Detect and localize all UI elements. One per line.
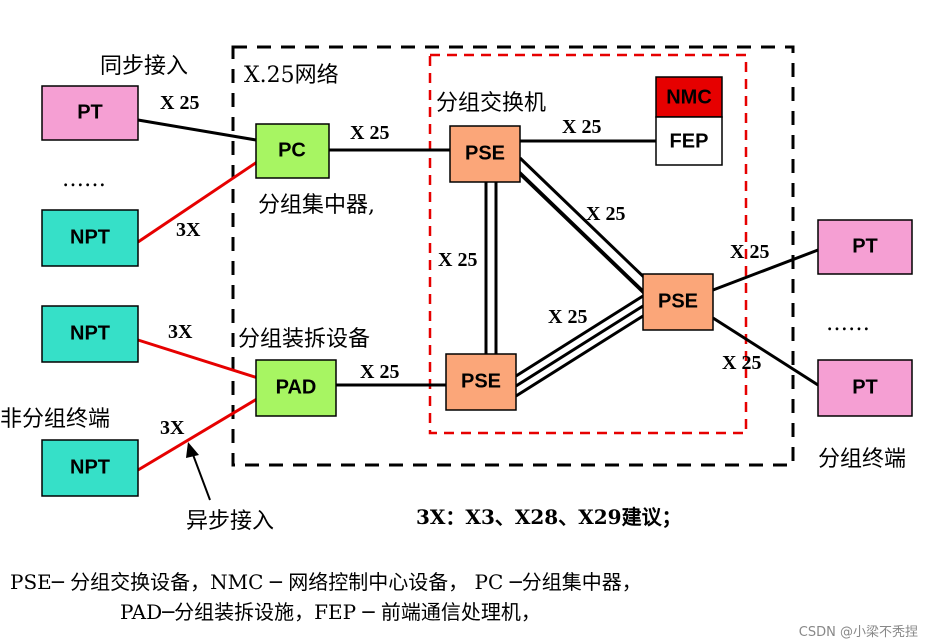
legend-line-1: PSE─ 分组交换设备，NMC ─ 网络控制中心设备， PC ─分组集中器， xyxy=(10,570,642,594)
node-fep: FEP xyxy=(655,116,723,166)
link-npt-pad-bottom xyxy=(137,394,263,472)
link-pse-top-right xyxy=(511,156,652,301)
link-pse-pse-vertical xyxy=(484,182,498,354)
packet-switch-boundary xyxy=(428,53,748,435)
svg-text:PT: PT xyxy=(852,376,878,398)
links xyxy=(137,118,819,472)
node-pt-right-top: PT xyxy=(817,219,913,275)
node-pad: PAD xyxy=(255,359,337,417)
label-pse-bottom-right: X 25 xyxy=(548,306,587,328)
caption-x25-network: X.25网络 xyxy=(244,63,339,88)
node-npt-left-bottom: NPT xyxy=(41,439,139,497)
node-npt-left-top: NPT xyxy=(41,209,139,267)
label-npt-pad-bottom: 3X xyxy=(160,417,185,439)
svg-text:PSE: PSE xyxy=(658,290,698,312)
svg-text:NPT: NPT xyxy=(70,226,110,248)
legend-line-2: PAD─分组装拆设施，FEP ─ 前端通信处理机， xyxy=(120,600,541,624)
caption-packet-terminal: 分组终端 xyxy=(818,447,906,472)
label-pad-pse: X 25 xyxy=(360,361,399,383)
svg-text:PAD: PAD xyxy=(276,376,317,398)
svg-text:FEP: FEP xyxy=(670,130,709,152)
svg-text:PSE: PSE xyxy=(461,370,501,392)
caption-async-access: 异步接入 xyxy=(186,509,274,534)
svg-text:NPT: NPT xyxy=(70,456,110,478)
ellipsis-right: …… xyxy=(826,311,870,336)
label-pse-fep: X 25 xyxy=(562,116,601,138)
node-npt-left-mid: NPT xyxy=(41,305,139,363)
link-npt-pc xyxy=(137,156,264,244)
node-nmc: NMC xyxy=(655,76,723,118)
x25-network-boundary xyxy=(231,45,795,467)
node-pse-top: PSE xyxy=(449,125,521,183)
caption-packet-switch: 分组交换机 xyxy=(436,91,546,116)
svg-text:PC: PC xyxy=(278,139,306,161)
link-pt-pc xyxy=(137,118,257,142)
svg-text:PT: PT xyxy=(852,235,878,257)
node-pse-bottom: PSE xyxy=(445,353,517,411)
link-npt-pad-top xyxy=(137,338,259,380)
svg-text:PT: PT xyxy=(77,101,103,123)
caption-concentrator: 分组集中器, xyxy=(258,193,375,218)
svg-text:NPT: NPT xyxy=(70,322,110,344)
watermark: CSDN @小梁不秃捏 xyxy=(799,625,918,640)
link-pse-bottom-right xyxy=(515,294,644,398)
node-pc: PC xyxy=(255,123,330,179)
recommendation-note: 3X：X3、X28、X29建议； xyxy=(416,505,682,529)
label-pse-vertical: X 25 xyxy=(438,249,477,271)
label-pt-pc: X 25 xyxy=(160,92,199,114)
caption-sync-access: 同步接入 xyxy=(100,54,188,79)
link-pse-pt-bottom xyxy=(712,316,819,387)
label-pse-pt-top: X 25 xyxy=(730,241,769,263)
label-npt-pad-top: 3X xyxy=(168,321,193,343)
node-pt-left: PT xyxy=(41,85,139,141)
ellipsis-left: …… xyxy=(62,167,106,192)
label-pse-top-right: X 25 xyxy=(586,203,625,225)
label-pse-pt-bottom: X 25 xyxy=(722,352,761,374)
label-npt-pc: 3X xyxy=(176,219,201,241)
label-pc-pse: X 25 xyxy=(350,122,389,144)
svg-text:PSE: PSE xyxy=(465,142,505,164)
async-arrow xyxy=(186,442,211,501)
svg-text:NMC: NMC xyxy=(666,86,712,108)
link-pse-pt-top xyxy=(712,248,819,292)
caption-non-packet-terminal: 非分组终端 xyxy=(0,407,110,432)
caption-pad-device: 分组装拆设备 xyxy=(238,327,370,352)
node-pse-right: PSE xyxy=(642,273,714,331)
node-pt-right-bottom: PT xyxy=(817,359,913,417)
